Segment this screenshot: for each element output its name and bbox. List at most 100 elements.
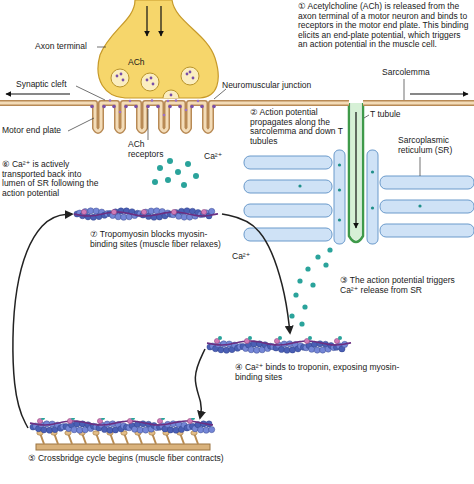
t-tubule — [351, 103, 361, 240]
ion-label: Ca²⁺ — [204, 152, 222, 162]
axon-terminal — [122, 79, 125, 82]
sarcoplasmic-reticulum — [380, 200, 474, 213]
actin-bead — [71, 427, 77, 433]
leader-lines — [364, 115, 369, 118]
sarcolemma-membrane — [0, 94, 474, 131]
step-text: ① Acetylcholine (ACh) is released from t… — [298, 2, 472, 50]
calcium-ions — [305, 266, 310, 271]
part-label: Neuromuscular junction — [222, 81, 311, 91]
step-text: ③ The action potential triggers Ca²⁺ rel… — [340, 276, 470, 295]
part-label: Axon terminal — [35, 42, 87, 52]
ach-molecules — [175, 99, 178, 102]
actin-bead — [209, 208, 215, 214]
actin-bead — [107, 427, 113, 433]
leader-lines — [68, 118, 94, 131]
actin-bead — [77, 427, 83, 433]
ach-receptors — [134, 105, 138, 109]
calcium-ion — [278, 336, 282, 340]
actin-bead — [181, 214, 187, 220]
actin-bead — [46, 427, 52, 433]
thin-filament — [72, 200, 222, 228]
ach-receptors — [178, 105, 182, 109]
calcium-ions — [315, 254, 320, 259]
troponin — [111, 209, 116, 214]
calcium-ions — [323, 262, 328, 267]
leader-lines — [214, 89, 226, 99]
axon-terminal — [98, 0, 218, 98]
calcium-ion — [218, 336, 222, 340]
axon-terminal — [116, 75, 119, 78]
calcium-ion — [338, 336, 342, 340]
myosin-head — [93, 431, 99, 435]
thin-filament — [28, 418, 218, 452]
cycle-arrow — [195, 349, 205, 418]
part-label: Sarcoplasmic reticulum (SR) — [398, 136, 472, 155]
ach-molecules — [109, 99, 112, 102]
thin-filament — [205, 333, 355, 361]
calcium-ion — [248, 336, 252, 340]
calcium-ions — [167, 158, 173, 164]
part-label: Sarcolemma — [382, 68, 430, 78]
axon-terminal — [186, 73, 189, 76]
calcium-ions — [299, 321, 304, 326]
leader-lines — [420, 157, 421, 176]
step-caption: ⑤ Crossbridge cycle begins (muscle fiber… — [28, 454, 228, 464]
ach-receptors — [168, 105, 172, 109]
calcium-ions — [289, 313, 294, 318]
sarcoplasmic-reticulum — [338, 188, 341, 191]
calcium-ions — [293, 292, 298, 297]
filament-state: ④ Ca²⁺ binds to troponin, exposing myosi… — [205, 333, 420, 382]
ach-receptors — [102, 105, 106, 109]
actin-bead — [143, 427, 149, 433]
axon-terminal — [146, 6, 147, 36]
axon-terminal — [192, 77, 195, 80]
ach-receptors — [146, 105, 150, 109]
calcium-ions — [327, 247, 332, 252]
actin-bead — [221, 341, 227, 347]
ach-receptors — [124, 105, 128, 109]
t-tubule — [349, 103, 363, 242]
sarcolemma-membrane — [410, 93, 468, 94]
troponin — [171, 209, 176, 214]
part-label: T tubule — [370, 110, 401, 120]
sarcolemma-membrane — [6, 93, 70, 94]
actin-bead — [93, 208, 99, 214]
filament-state: ⑦ Tropomyosin blocks myosin-binding site… — [72, 200, 222, 249]
axon-terminal — [152, 83, 155, 86]
axon-terminal — [141, 73, 159, 91]
calcium-ions — [193, 173, 199, 179]
sarcoplasmic-reticulum — [371, 170, 374, 173]
actin-bead — [44, 421, 50, 427]
troponin — [81, 209, 86, 214]
calcium-ion — [191, 418, 195, 420]
leader-lines — [97, 47, 106, 48]
actin-bead — [85, 214, 91, 220]
cycle-arrow — [222, 214, 290, 333]
actin-bead — [41, 427, 47, 433]
step-text: ② Action potential propagates along the … — [250, 108, 346, 146]
sarcoplasmic-reticulum — [244, 204, 332, 217]
sarcoplasmic-reticulum — [380, 176, 474, 189]
axon-terminal — [120, 73, 123, 76]
ach-molecules — [163, 114, 166, 117]
step-caption: ④ Ca²⁺ binds to troponin, exposing myosi… — [235, 363, 420, 382]
thick-filament — [36, 444, 210, 450]
ach-receptors — [212, 105, 216, 109]
calcium-ions — [165, 177, 171, 183]
axon-terminal — [160, 6, 161, 36]
t-tubule — [349, 103, 363, 242]
step-caption: ⑦ Tropomyosin blocks myosin-binding site… — [90, 230, 222, 249]
part-label: ACh receptors — [128, 140, 172, 159]
actin-bead — [209, 427, 215, 433]
actin-bead — [223, 347, 229, 353]
actin-bead — [137, 427, 143, 433]
sarcoplasmic-reticulum — [418, 204, 421, 207]
leader-lines — [68, 47, 420, 176]
calcium-ions — [310, 282, 315, 287]
part-label: Synaptic cleft — [16, 80, 67, 90]
actin-bead — [218, 347, 224, 353]
sarcoplasmic-reticulum — [371, 206, 374, 209]
troponin — [141, 209, 146, 214]
ach-receptors — [200, 105, 204, 109]
